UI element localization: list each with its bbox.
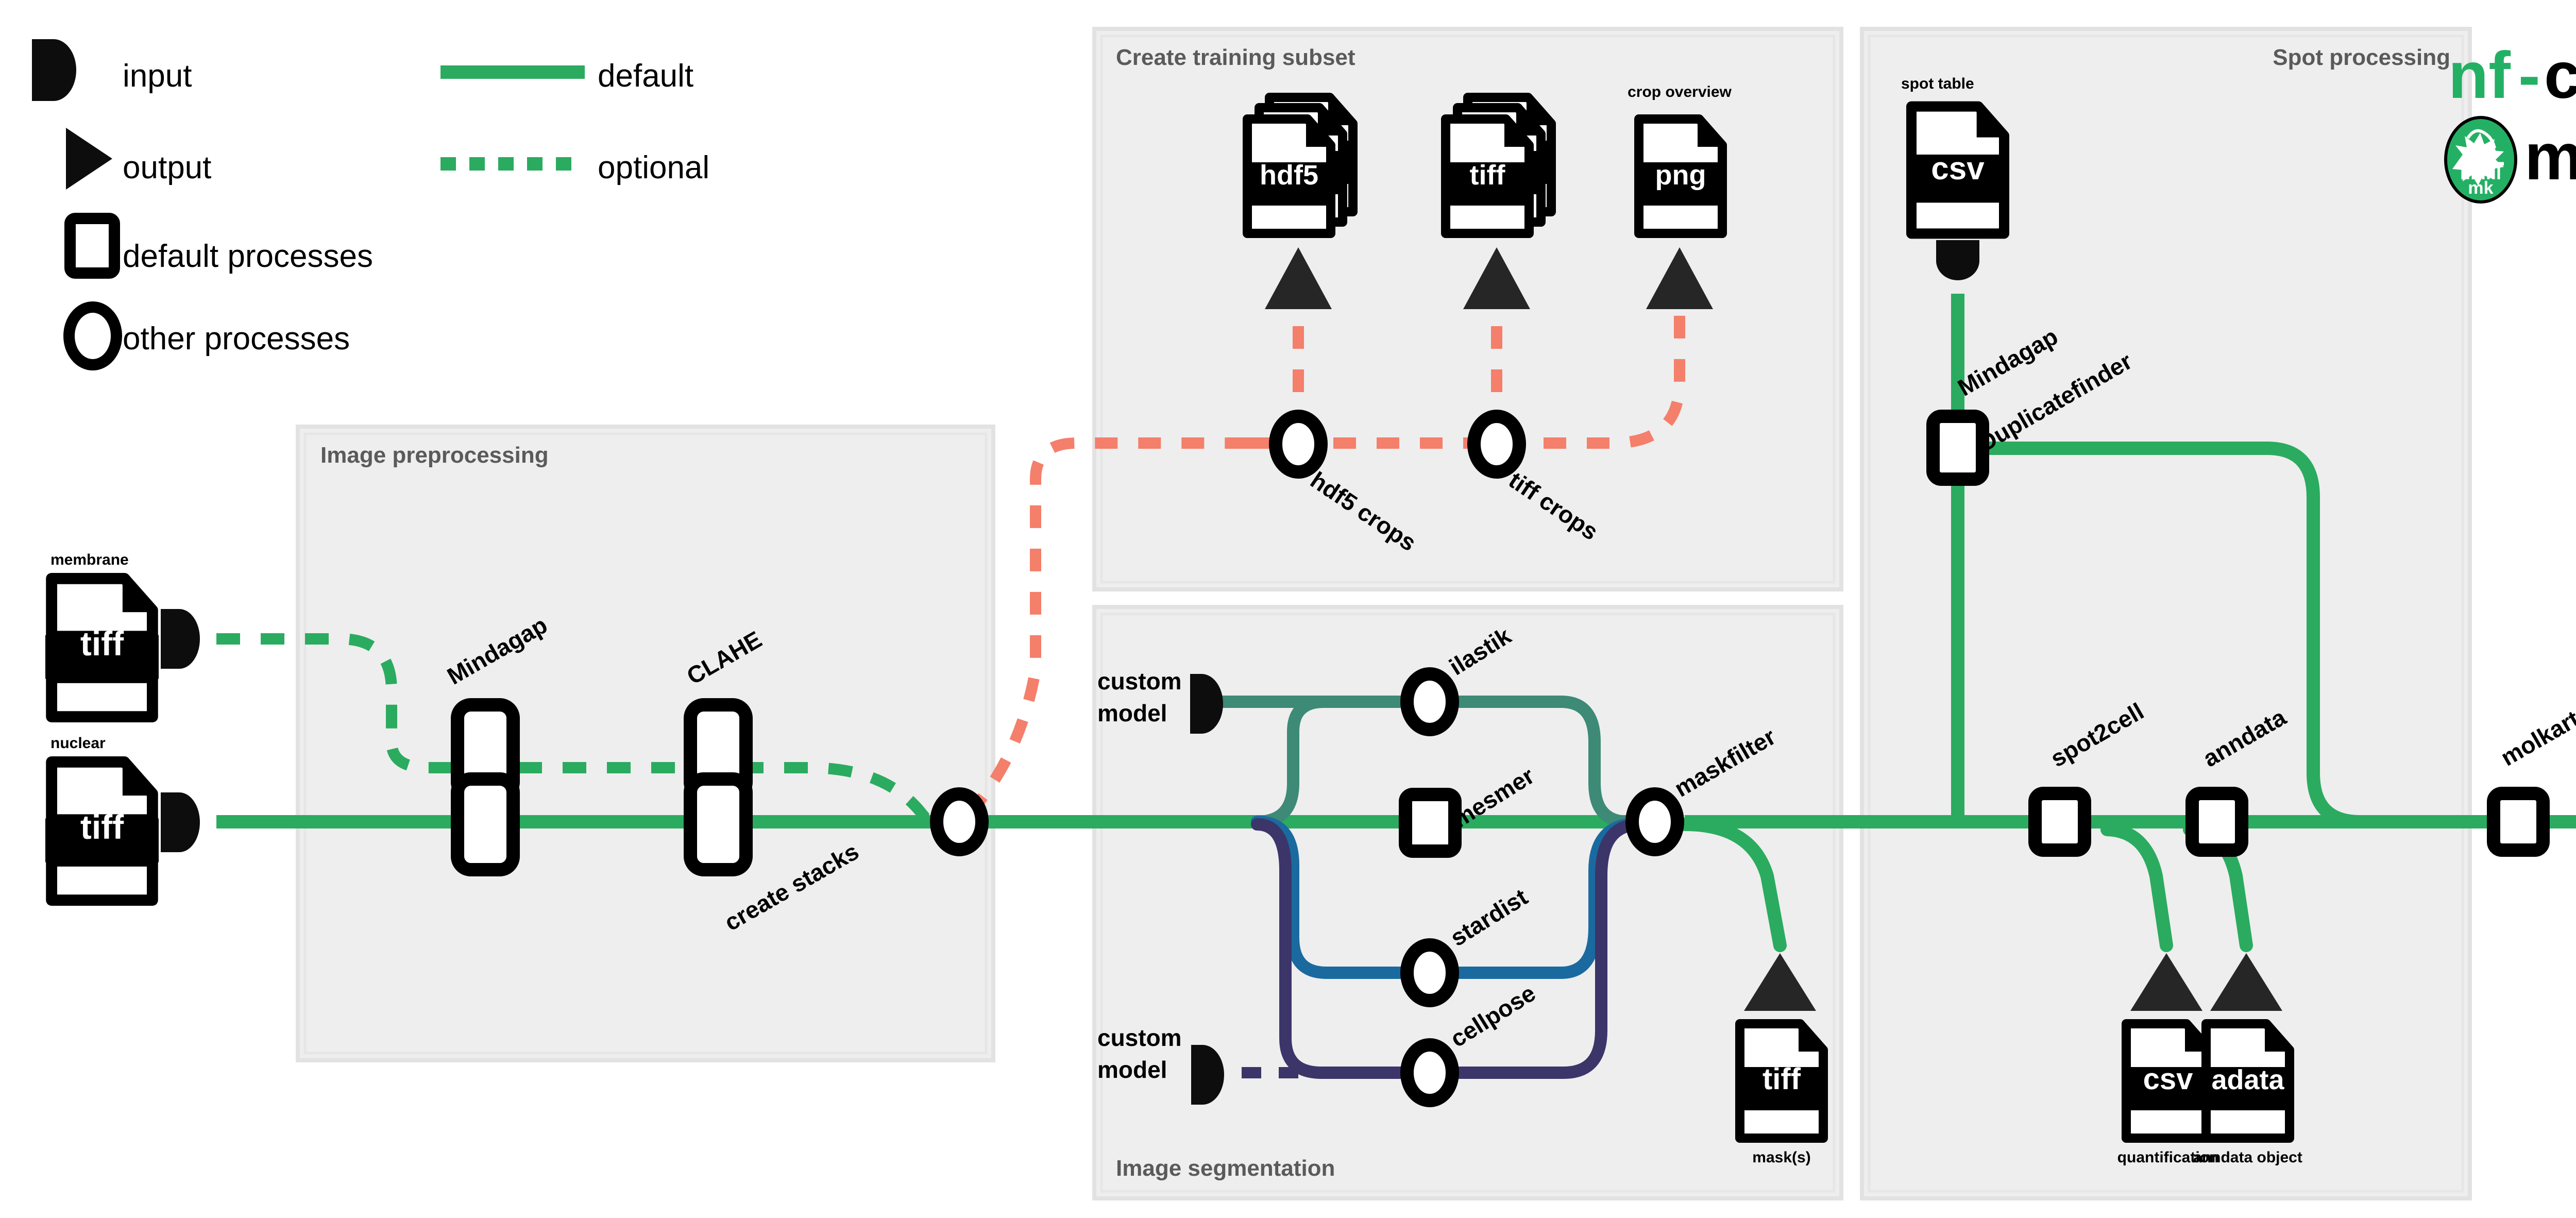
edge-cellpose-out bbox=[1447, 819, 1637, 1079]
file-format-csv-quant: csv bbox=[2143, 1062, 2193, 1096]
file-label-custom-model-a1: custom bbox=[1097, 668, 1182, 695]
file-format-png: png bbox=[1655, 160, 1706, 191]
input-marker-icon bbox=[161, 792, 200, 852]
file-custom-model-ilastik: custom model bbox=[1097, 668, 1223, 734]
file-membrane-tiff: membrane tiff bbox=[42, 551, 200, 717]
legend: input output default processes other pro… bbox=[32, 39, 709, 370]
input-marker-icon bbox=[1936, 240, 1979, 280]
edge-membrane-to-mindagap bbox=[216, 633, 474, 773]
nf-core-logo: nf - core/ mk molkart bbox=[2444, 39, 2576, 204]
edge-spot2cell-to-csv bbox=[2100, 823, 2173, 952]
input-marker-icon bbox=[32, 39, 76, 101]
legend-default-proc-row: default processes bbox=[64, 213, 373, 279]
mk-badge-icon: mk bbox=[2444, 116, 2517, 204]
file-png-crop-overview-output: crop overview png bbox=[1628, 83, 1732, 309]
file-custom-model-cellpose: custom model bbox=[1097, 1024, 1224, 1105]
file-label-membrane: membrane bbox=[50, 551, 129, 568]
file-format-tiff-mask: tiff bbox=[1762, 1062, 1801, 1096]
panel-title-preprocessing: Image preprocessing bbox=[320, 443, 549, 468]
edge-upper-optional-rail bbox=[474, 762, 955, 852]
file-nuclear-tiff: nuclear tiff bbox=[42, 735, 200, 900]
panel-title-training-subset: Create training subset bbox=[1116, 45, 1355, 70]
legend-output-row: output bbox=[66, 128, 211, 190]
file-label-masks: mask(s) bbox=[1752, 1149, 1810, 1166]
legend-default-line-row: default bbox=[440, 58, 693, 94]
file-label-custom-model-a2: model bbox=[1097, 700, 1167, 726]
file-spot-table-csv: spot table csv bbox=[1901, 75, 2013, 280]
legend-label-optional: optional bbox=[598, 150, 709, 185]
mk-badge-text: mk bbox=[2468, 178, 2493, 198]
output-arrow-icon bbox=[1265, 247, 1332, 309]
file-label-crop-overview: crop overview bbox=[1628, 83, 1732, 100]
circle-node-icon bbox=[63, 301, 122, 370]
file-format-tiff-membrane: tiff bbox=[80, 624, 124, 663]
output-arrow-icon bbox=[2130, 953, 2202, 1011]
legend-input-row: input bbox=[32, 39, 192, 101]
logo-dash-text: - bbox=[2518, 39, 2540, 112]
logo-pipeline-text: molkart bbox=[2524, 120, 2576, 194]
panel-image-preprocessing: Image preprocessing bbox=[296, 425, 995, 1062]
logo-nf-text: nf bbox=[2448, 39, 2511, 112]
file-tiff-crops-output: tiff bbox=[1438, 96, 1559, 309]
file-label-nuclear: nuclear bbox=[50, 735, 106, 752]
file-hdf5-crops-output: hdf5 bbox=[1240, 96, 1361, 309]
file-format-csv-spot: csv bbox=[1931, 151, 1985, 187]
file-label-spot-table: spot table bbox=[1901, 75, 1974, 92]
input-marker-icon bbox=[161, 609, 200, 669]
legend-label-default-processes: default processes bbox=[123, 239, 373, 274]
output-arrow-icon bbox=[1646, 247, 1713, 309]
output-arrow-icon bbox=[1744, 953, 1816, 1011]
edge-ilastik-out bbox=[1447, 696, 1634, 828]
file-format-hdf5: hdf5 bbox=[1260, 160, 1318, 191]
legend-label-input: input bbox=[123, 58, 192, 94]
file-anndata-object-output: adata anndata object bbox=[2193, 953, 2302, 1166]
legend-label-other-processes: other processes bbox=[123, 321, 350, 357]
file-label-anndata-object: anndata object bbox=[2193, 1149, 2302, 1166]
square-node-icon bbox=[64, 213, 120, 279]
logo-core-text: core/ bbox=[2544, 39, 2576, 112]
panel-title-segmentation: Image segmentation bbox=[1116, 1156, 1335, 1181]
input-marker-icon bbox=[1190, 674, 1223, 734]
file-format-tiff-crops: tiff bbox=[1470, 160, 1506, 191]
file-mask-tiff-output: tiff mask(s) bbox=[1732, 953, 1831, 1166]
input-marker-icon bbox=[1191, 1045, 1224, 1105]
file-label-custom-model-b2: model bbox=[1097, 1056, 1167, 1083]
file-label-custom-model-b1: custom bbox=[1097, 1024, 1182, 1051]
edge-dupfinder-loop bbox=[1981, 442, 2360, 828]
legend-optional-line-row: optional bbox=[440, 150, 709, 185]
panel-title-spot-processing: Spot processing bbox=[2273, 45, 2450, 70]
file-label-quantification: quantification bbox=[2117, 1149, 2219, 1166]
output-arrow-icon bbox=[66, 128, 112, 190]
edge-create-stacks-to-crops bbox=[964, 437, 1247, 818]
file-quantification-csv-output: csv quantification bbox=[2117, 953, 2219, 1166]
legend-label-output: output bbox=[123, 150, 211, 185]
legend-other-proc-row: other processes bbox=[63, 301, 350, 370]
file-format-tiff-nuclear: tiff bbox=[80, 808, 124, 846]
legend-label-default: default bbox=[598, 58, 693, 94]
edge-cellpose-branch bbox=[1251, 818, 1413, 1079]
file-format-adata: adata bbox=[2211, 1064, 2284, 1095]
output-arrow-icon bbox=[2210, 953, 2282, 1011]
output-arrow-icon bbox=[1463, 247, 1530, 309]
